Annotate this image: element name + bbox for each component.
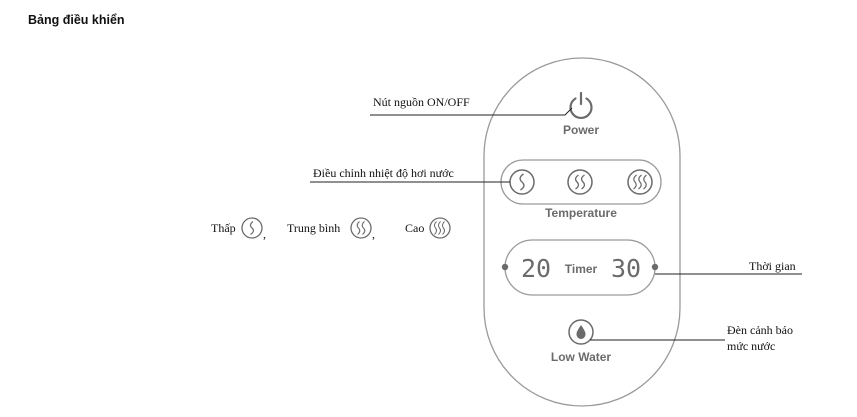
power-label: Power — [563, 123, 599, 137]
steam-medium-icon — [574, 174, 586, 190]
timer-left-digits: 20 — [521, 254, 551, 283]
steam-high-icon — [633, 174, 647, 190]
power-leader-line — [370, 107, 573, 116]
steam-low-icon — [519, 173, 525, 191]
level-low-label: Thấp — [211, 221, 236, 235]
legend-medium-icon — [350, 217, 372, 239]
timer-callout: Thời gian — [749, 259, 796, 273]
power-callout: Nút nguồn ON/OFF — [373, 95, 470, 109]
timer-right-dot — [651, 263, 659, 271]
temperature-low-button[interactable] — [509, 169, 535, 195]
temperature-high-button[interactable] — [627, 169, 653, 195]
legend-high-icon — [429, 217, 451, 239]
level-separator-2: , — [372, 227, 375, 241]
low-water-indicator: Low Water — [551, 319, 612, 364]
power-icon — [569, 91, 593, 119]
legend-low-icon — [241, 217, 263, 239]
low-water-callout-line2: mức nước — [727, 339, 775, 353]
level-separator-1: , — [263, 227, 266, 241]
timer-label: Timer — [565, 262, 598, 276]
timer-left-dot — [501, 263, 509, 271]
level-high-label: Cao — [405, 221, 424, 235]
panel-outline — [483, 57, 681, 407]
temperature-group-outline — [500, 159, 662, 205]
power-button[interactable]: Power — [563, 91, 599, 137]
temperature-label: Temperature — [545, 206, 617, 220]
temperature-medium-button[interactable] — [567, 169, 593, 195]
low-water-label: Low Water — [551, 350, 612, 364]
temperature-callout: Điều chỉnh nhiệt độ hơi nước — [313, 166, 454, 180]
water-drop-icon — [576, 325, 586, 339]
timer-right-digits: 30 — [611, 254, 641, 283]
low-water-callout-line1: Đèn cảnh báo — [727, 323, 793, 337]
level-medium-label: Trung bình — [287, 221, 340, 235]
page-title: Bảng điều khiển — [28, 13, 125, 27]
